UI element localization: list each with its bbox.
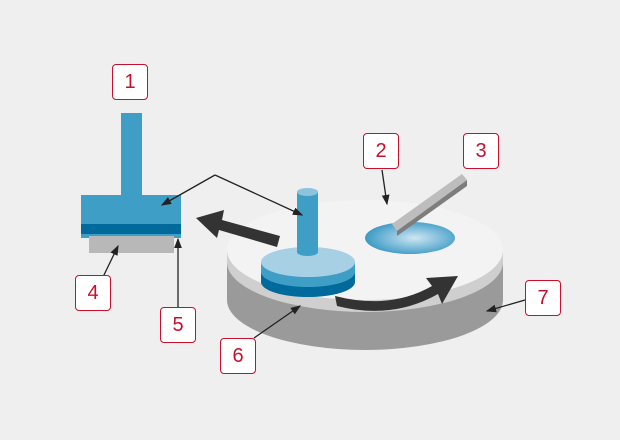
- conditioner-arm: [392, 174, 467, 236]
- label-5: 5: [160, 307, 196, 343]
- conditioner-disc: [365, 222, 455, 254]
- label-6: 6: [220, 338, 256, 374]
- movement-arrow-icon: [196, 210, 280, 247]
- label-4: 4: [75, 275, 111, 311]
- label-7: 7: [525, 280, 561, 316]
- polishing-head: [81, 113, 181, 253]
- label-3: 3: [463, 133, 499, 169]
- leader-lines: [102, 169, 526, 339]
- label-2: 2: [363, 133, 399, 169]
- label-1: 1: [112, 64, 148, 100]
- wafer-carrier: [261, 188, 355, 297]
- rotation-arrow-icon: [335, 276, 458, 311]
